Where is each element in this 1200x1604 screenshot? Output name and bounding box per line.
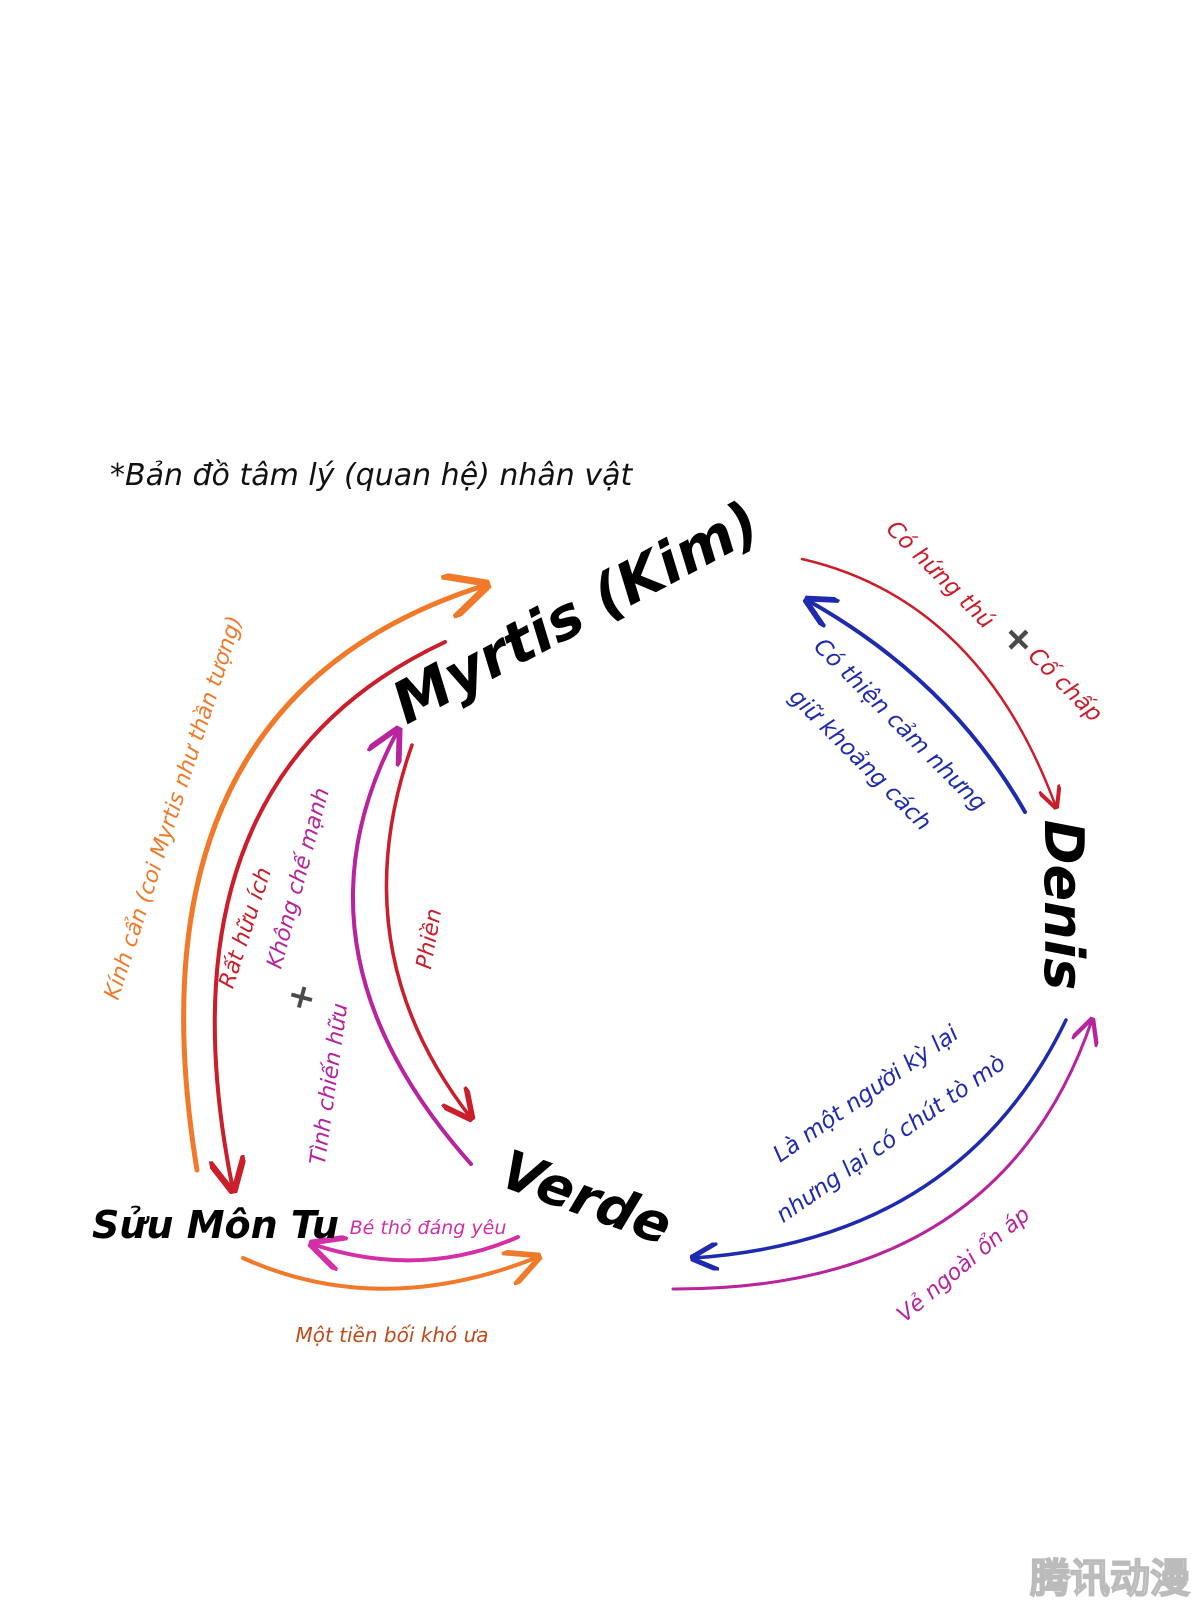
arrow-verde-to-suu [312, 1237, 520, 1260]
character-denis: Denis [1032, 820, 1095, 991]
label-thien-cam-line2: giữ khoảng cách [784, 684, 936, 836]
plus-icon: + [278, 978, 324, 1016]
watermark-logo: 腾讯动漫 [1030, 1556, 1190, 1602]
label-kinh-can: Kính cẩn (coi Myrtis như thần tượng) [100, 613, 248, 1003]
label-tien-boi: Một tiền bối khó ưa [295, 1323, 488, 1347]
diagram-title: *Bản đồ tâm lý (quan hệ) nhân vật [110, 458, 633, 493]
character-myrtis: Myrtis (Kim) [381, 487, 770, 737]
label-ve-ngoai: Vẻ ngoài ổn áp [892, 1202, 1035, 1327]
arrow-myrtis-to-suu [215, 640, 447, 1190]
label-be-tho: Bé thỏ đáng yêu [350, 1217, 507, 1239]
label-co-hung-thu: Có hứng thú [881, 516, 999, 634]
arrow-verde-to-myrtis [350, 730, 473, 1166]
character-suu-mon-tu: Sửu Môn Tu [92, 1203, 339, 1247]
arrow-suu-to-myrtis [181, 585, 486, 1173]
arrow-suu-to-verde [241, 1257, 538, 1291]
arrow-myrtis-to-denis [800, 557, 1056, 807]
arrow-denis-to-myrtis [807, 600, 1027, 814]
character-verde: Verde [493, 1138, 680, 1258]
label-co-chap: Cố chấp [1023, 643, 1107, 727]
label-phien: Phiền [412, 907, 447, 971]
arrow-verde-to-denis [671, 1020, 1092, 1291]
label-tinh-chien-huu: Tình chiến hữu [306, 1002, 353, 1167]
arrow-myrtis-to-verde [384, 743, 471, 1118]
arrow-denis-to-verde [693, 1018, 1068, 1258]
